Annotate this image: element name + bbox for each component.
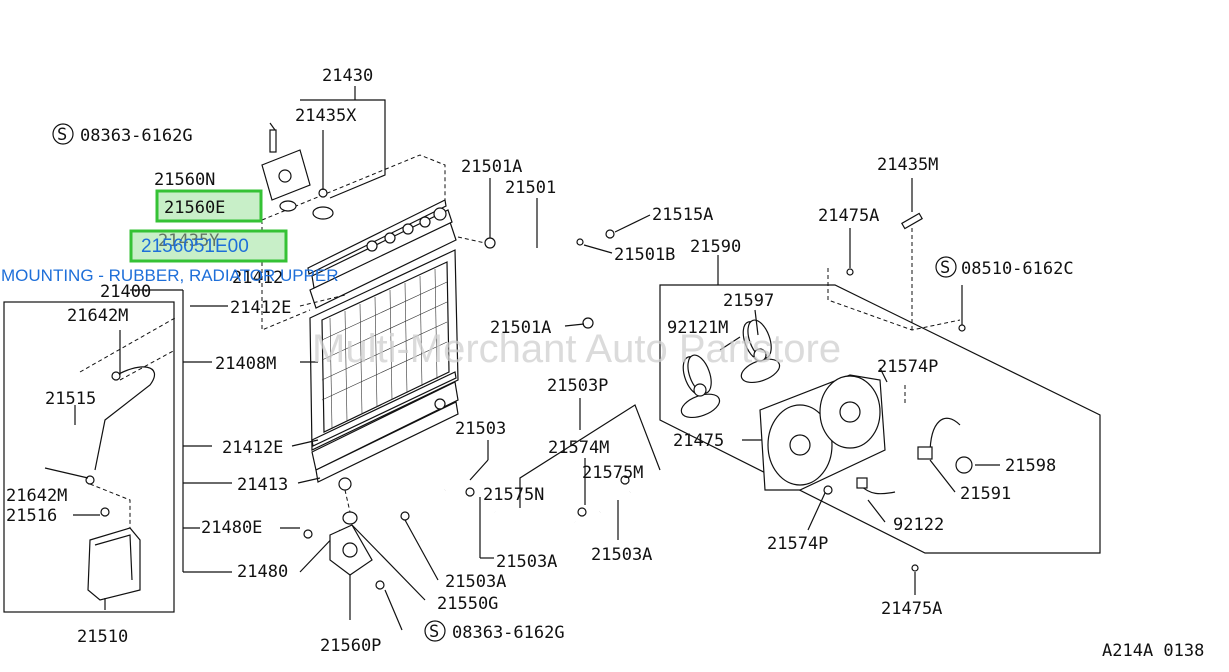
callout-21480E[interactable]: 21480E (201, 518, 262, 538)
callout-21501B[interactable]: 21501B (614, 245, 675, 265)
callout-21435M[interactable]: 21435M (877, 155, 938, 175)
callout-21516[interactable]: 21516 (6, 506, 57, 526)
s-mark-icon (52, 123, 74, 145)
rubber-21550G (342, 511, 358, 525)
callout-21475[interactable]: 21475 (673, 431, 724, 451)
callout-08363-6162G-upper[interactable]: 08363-6162G (80, 126, 193, 146)
callout-21412[interactable]: 21412 (232, 268, 283, 288)
fan-assembly-frame (659, 284, 1101, 554)
radiator-core (309, 249, 459, 451)
callout-21430[interactable]: 21430 (322, 66, 373, 86)
s-mark-icon (424, 620, 446, 642)
s-mark-letter: S (940, 258, 950, 278)
callout-21560N[interactable]: 21560N (154, 170, 215, 190)
callout-21591[interactable]: 21591 (960, 484, 1011, 504)
diagram-code: A214A 0138 (1102, 641, 1204, 661)
radiator-group (261, 154, 459, 491)
callout-21597[interactable]: 21597 (723, 291, 774, 311)
watermark-text: Multi-Merchant Auto Partstore (312, 327, 841, 371)
cap-21598 (955, 456, 973, 474)
hoses (400, 178, 661, 581)
reservoir-frame (3, 301, 175, 613)
callout-21503A-left[interactable]: 21503A (445, 572, 506, 592)
callout-21475A-top[interactable]: 21475A (818, 206, 879, 226)
callout-21501[interactable]: 21501 (505, 178, 556, 198)
callout-21515[interactable]: 21515 (45, 389, 96, 409)
callout-21574P-bottom[interactable]: 21574P (767, 534, 828, 554)
callout-92122[interactable]: 92122 (893, 515, 944, 535)
callout-08510-6162C[interactable]: 08510-6162C (961, 259, 1074, 279)
highlight-box-replacement[interactable] (129, 229, 288, 263)
bolt-08363-upper (269, 129, 277, 153)
callout-labels: 21430 21435X 08363-6162G 21560N 21560E 2… (1, 66, 1074, 656)
upper-mount-parts (261, 86, 386, 220)
callout-21480[interactable]: 21480 (237, 562, 288, 582)
callout-21503P[interactable]: 21503P (547, 376, 608, 396)
callout-21574P-top[interactable]: 21574P (877, 357, 938, 377)
replacement-part-number[interactable]: 2156051E00 (141, 236, 249, 257)
callout-21412E-bottom[interactable]: 21412E (222, 438, 283, 458)
callout-21598[interactable]: 21598 (1005, 456, 1056, 476)
callout-21435Y[interactable]: 21435Y (158, 231, 219, 251)
rubber-mount-21560E (279, 200, 297, 212)
callout-21550G[interactable]: 21550G (437, 594, 498, 614)
callout-21574M[interactable]: 21574M (548, 438, 609, 458)
callout-21501A-top[interactable]: 21501A (461, 157, 522, 177)
callout-21408M[interactable]: 21408M (215, 354, 276, 374)
callout-21412E-top[interactable]: 21412E (230, 298, 291, 318)
s-mark-letter: S (57, 125, 67, 145)
callout-08363-6162G-lower[interactable]: 08363-6162G (452, 623, 565, 643)
callout-21560P[interactable]: 21560P (320, 636, 381, 656)
fan-shroud-group (659, 178, 1101, 595)
callout-21501A-mid[interactable]: 21501A (490, 318, 551, 338)
callout-21590[interactable]: 21590 (690, 237, 741, 257)
callout-92121M[interactable]: 92121M (667, 318, 728, 338)
reservoir-tank-21510 (87, 527, 141, 601)
callout-21475A-bottom[interactable]: 21475A (881, 599, 942, 619)
s-mark-icon (935, 256, 957, 278)
callout-21435X[interactable]: 21435X (295, 106, 357, 126)
callout-21503A-center[interactable]: 21503A (496, 552, 557, 572)
radiator-bottom-tank (311, 381, 459, 471)
callout-21575M[interactable]: 21575M (582, 463, 643, 483)
callout-21642M-top[interactable]: 21642M (67, 306, 128, 326)
highlight-box-21560E[interactable] (155, 189, 263, 223)
callout-21515A[interactable]: 21515A (652, 205, 713, 225)
callout-21510[interactable]: 21510 (77, 627, 128, 647)
part-description-link[interactable]: MOUNTING - RUBBER, RADIATOR UPPER (1, 266, 339, 285)
fan-blade-21597 (740, 319, 781, 384)
callout-21503[interactable]: 21503 (455, 419, 506, 439)
lower-mount-parts (303, 489, 426, 631)
callout-21400[interactable]: 21400 (100, 282, 151, 302)
callout-21560E[interactable]: 21560E (164, 198, 225, 218)
callout-21642M-bottom[interactable]: 21642M (6, 486, 67, 506)
reservoir-group (3, 301, 176, 613)
s-mark-letter: S (429, 622, 439, 642)
callout-21413[interactable]: 21413 (237, 475, 288, 495)
fan-blade-92121M (680, 354, 721, 419)
callout-21503A-right[interactable]: 21503A (591, 545, 652, 565)
callout-21575N[interactable]: 21575N (483, 485, 544, 505)
